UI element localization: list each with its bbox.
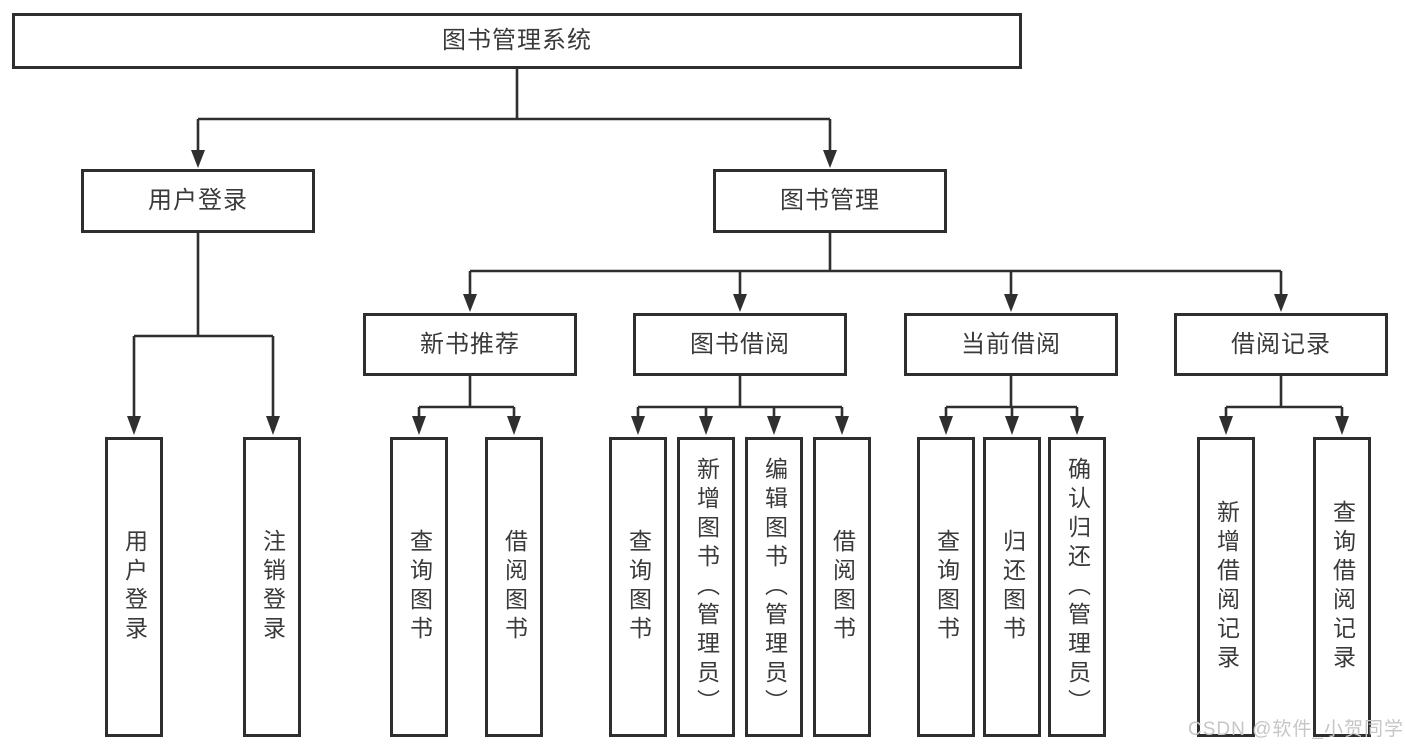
- leaf-query-books-current-label: 查询图书: [933, 529, 960, 645]
- branch-book-management-label: 图书管理: [780, 187, 880, 214]
- leaf-borrow-books-borrow: 借阅图书: [813, 437, 871, 737]
- leaf-query-books-borrow: 查询图书: [609, 437, 667, 737]
- leaf-user-login: 用户登录: [105, 437, 163, 737]
- section-book-borrow: 图书借阅: [633, 313, 847, 376]
- leaf-return-book: 归还图书: [983, 437, 1041, 737]
- leaf-edit-book-admin-label: 编辑图书（管理员）: [761, 456, 788, 718]
- csdn-watermark: CSDN @软件_小贺同学: [1188, 719, 1404, 740]
- leaf-query-borrow-record-label: 查询借阅记录: [1329, 500, 1356, 674]
- root-box: 图书管理系统: [12, 13, 1022, 69]
- leaf-logout: 注销登录: [243, 437, 301, 737]
- leaf-return-book-label: 归还图书: [999, 529, 1026, 645]
- branch-book-management: 图书管理: [713, 169, 947, 233]
- section-borrow-records-label: 借阅记录: [1231, 330, 1331, 358]
- leaf-add-borrow-record-label: 新增借阅记录: [1213, 500, 1240, 674]
- leaf-add-book-admin-label: 新增图书（管理员）: [693, 456, 720, 718]
- leaf-borrow-books-recommend: 借阅图书: [485, 437, 543, 737]
- leaf-logout-label: 注销登录: [259, 529, 286, 645]
- section-book-borrow-label: 图书借阅: [690, 330, 790, 358]
- leaf-confirm-return-admin: 确认归还（管理员）: [1048, 437, 1106, 737]
- section-borrow-records: 借阅记录: [1174, 313, 1388, 376]
- branch-user-login-label: 用户登录: [148, 187, 248, 214]
- leaf-query-books-borrow-label: 查询图书: [625, 529, 652, 645]
- leaf-query-books-current: 查询图书: [917, 437, 975, 737]
- root-label: 图书管理系统: [442, 27, 592, 54]
- section-current-borrow: 当前借阅: [904, 313, 1118, 376]
- leaf-add-book-admin: 新增图书（管理员）: [677, 437, 735, 737]
- branch-user-login: 用户登录: [81, 169, 315, 233]
- leaf-query-books-recommend: 查询图书: [390, 437, 448, 737]
- leaf-borrow-books-borrow-label: 借阅图书: [829, 529, 856, 645]
- leaf-query-borrow-record: 查询借阅记录: [1313, 437, 1371, 737]
- leaf-user-login-label: 用户登录: [121, 529, 148, 645]
- leaf-confirm-return-admin-label: 确认归还（管理员）: [1064, 456, 1091, 718]
- leaf-query-books-recommend-label: 查询图书: [406, 529, 433, 645]
- leaf-borrow-books-recommend-label: 借阅图书: [501, 529, 528, 645]
- section-current-borrow-label: 当前借阅: [961, 330, 1061, 358]
- section-new-book-recommend: 新书推荐: [363, 313, 577, 376]
- section-new-book-recommend-label: 新书推荐: [420, 330, 520, 358]
- leaf-edit-book-admin: 编辑图书（管理员）: [745, 437, 803, 737]
- leaf-add-borrow-record: 新增借阅记录: [1197, 437, 1255, 737]
